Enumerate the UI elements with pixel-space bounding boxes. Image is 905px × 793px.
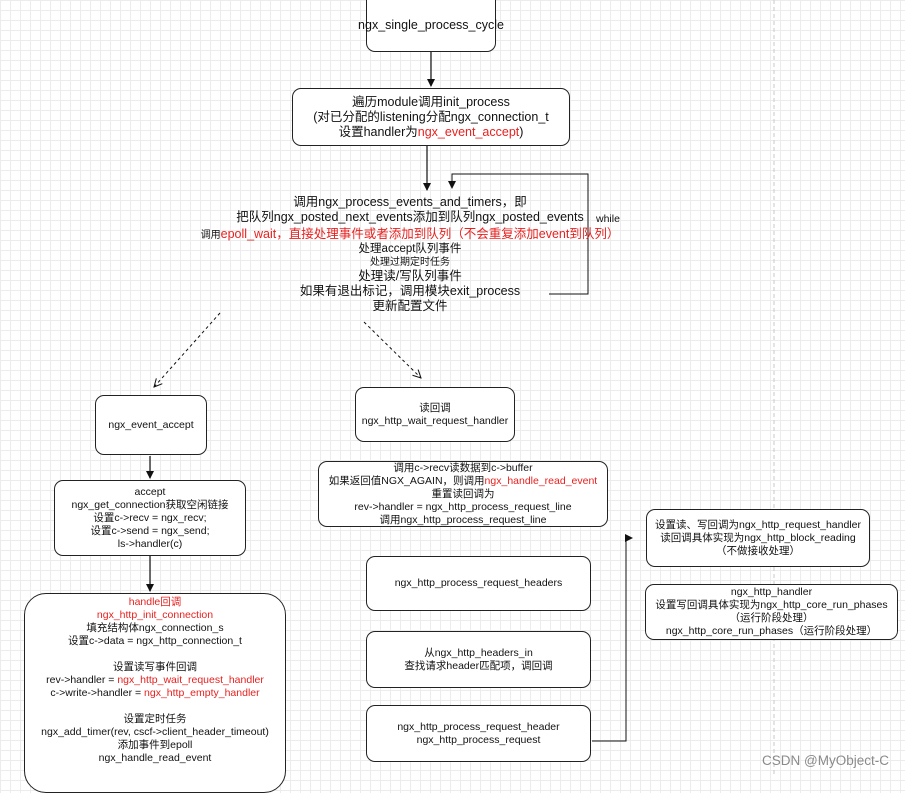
init-process-line-1: 遍历module调用init_process — [352, 94, 510, 109]
wait-request-line-1: 读回调 — [419, 401, 451, 414]
events-line-3: 调用epoll_wait，直接处理事件或者添加到队列（不会重复添加event到队… — [200, 227, 620, 241]
accept-line-2: ngx_get_connection获取空闲链接 — [71, 498, 229, 511]
request-handler-line-3: （不做接收处理） — [716, 544, 800, 557]
init-connection-node: handle回调 ngx_http_init_connection 填充结构体n… — [24, 593, 286, 793]
event-accept-label: ngx_event_accept — [108, 418, 194, 431]
recv-line-2: 如果返回值NGX_AGAIN，则调用ngx_handle_read_event — [328, 474, 598, 487]
headers-in-line-2: 查找请求header匹配项，调回调 — [404, 659, 553, 672]
recv-line-1: 调用c->recv读数据到c->buffer — [393, 461, 533, 474]
wait-request-node: 读回调 ngx_http_wait_request_handler — [355, 387, 515, 442]
http-handler-node: ngx_http_handler 设置写回调具体实现为ngx_http_core… — [645, 584, 898, 640]
events-line-5: 处理过期定时任务 — [370, 256, 450, 268]
init-conn-line-3: 填充结构体ngx_connection_s — [86, 622, 224, 634]
init-conn-line-1: handle回调 — [128, 596, 182, 608]
headers-in-node: 从ngx_http_headers_in 查找请求header匹配项，调回调 — [366, 631, 591, 688]
events-line-2: 把队列ngx_posted_next_events添加到队列ngx_posted… — [236, 210, 584, 224]
events-line-8: 更新配置文件 — [372, 299, 448, 313]
events-line-7: 如果有退出标记，调用模块exit_process — [299, 284, 521, 298]
edge-events-to-accept — [154, 312, 221, 387]
connector-layer — [146, 0, 775, 776]
init-conn-line-9: ngx_add_timer(rev, cscf->client_header_t… — [41, 726, 269, 738]
request-handler-node: 设置读、写回调为ngx_http_request_handler 读回调具体实现… — [646, 509, 870, 567]
accept-detail-node: accept ngx_get_connection获取空闲链接 设置c->rec… — [54, 480, 246, 556]
init-conn-line-2: ngx_http_init_connection — [96, 609, 214, 621]
init-process-line-2: (对已分配的listening分配ngx_connection_t — [313, 109, 549, 124]
init-conn-line-7: c->write->handler = ngx_http_empty_handl… — [50, 687, 260, 699]
edge-events-to-wait — [363, 321, 421, 378]
http-handler-line-2: 设置写回调具体实现为ngx_http_core_run_phases — [655, 599, 888, 611]
edge-while-loop — [448, 173, 589, 295]
http-handler-line-3: （运行阶段处理） — [729, 612, 814, 624]
process-request-line-2: ngx_http_process_request — [416, 733, 541, 746]
process-request-line-1: ngx_http_process_request_header — [397, 720, 560, 733]
events-line-1: 调用ngx_process_events_and_timers，即 — [293, 195, 527, 209]
edge-process-to-handler — [592, 534, 633, 742]
events-line-4: 处理accept队列事件 — [358, 243, 462, 255]
accept-line-3: 设置c->recv = ngx_recv; — [93, 511, 207, 524]
init-process-line-3: 设置handler为ngx_event_accept) — [338, 124, 524, 139]
headers-in-line-1: 从ngx_http_headers_in — [424, 646, 533, 659]
request-handler-line-2: 读回调具体实现为ngx_http_block_reading — [660, 531, 856, 544]
process-request-headers-label: ngx_http_process_request_headers — [394, 577, 563, 589]
while-label: while — [596, 213, 620, 225]
http-handler-line-4: ngx_http_core_run_phases（运行阶段处理） — [665, 625, 878, 637]
single-process-cycle-label: ngx_single_process_cycle — [358, 18, 504, 32]
event-accept-node: ngx_event_accept — [95, 395, 207, 455]
accept-line-4: 设置c->send = ngx_send; — [90, 524, 210, 537]
request-handler-line-1: 设置读、写回调为ngx_http_request_handler — [654, 518, 861, 531]
recv-line-4: rev->handler = ngx_http_process_request_… — [354, 500, 572, 513]
init-process-node: 遍历module调用init_process (对已分配的listening分配… — [292, 88, 570, 146]
init-conn-line-5: 设置读写事件回调 — [113, 661, 197, 673]
events-line-6: 处理读/写队列事件 — [358, 269, 462, 283]
recv-line-3: 重置读回调为 — [431, 487, 495, 500]
recv-line-5: 调用ngx_http_process_request_line — [379, 513, 547, 526]
init-conn-line-10: 添加事件到epoll — [117, 739, 193, 751]
init-conn-line-8: 设置定时任务 — [123, 713, 187, 725]
watermark: CSDN @MyObject-C — [762, 753, 889, 768]
init-conn-line-4: 设置c->data = ngx_http_connection_t — [68, 635, 242, 647]
init-conn-line-11: ngx_handle_read_event — [98, 752, 212, 764]
process-request-headers-node: ngx_http_process_request_headers — [366, 556, 591, 611]
http-handler-line-1: ngx_http_handler — [730, 586, 813, 598]
process-events-block: 调用ngx_process_events_and_timers，即 把队列ngx… — [80, 195, 740, 314]
wait-request-line-2: ngx_http_wait_request_handler — [361, 414, 509, 427]
accept-line-5: ls->handler(c) — [117, 537, 183, 550]
single-process-cycle-node: ngx_single_process_cycle — [358, 0, 504, 52]
process-request-node: ngx_http_process_request_header ngx_http… — [366, 705, 591, 762]
init-conn-line-6: rev->handler = ngx_http_wait_request_han… — [46, 674, 264, 686]
accept-line-1: accept — [134, 485, 166, 498]
recv-detail-node: 调用c->recv读数据到c->buffer 如果返回值NGX_AGAIN，则调… — [318, 461, 608, 527]
